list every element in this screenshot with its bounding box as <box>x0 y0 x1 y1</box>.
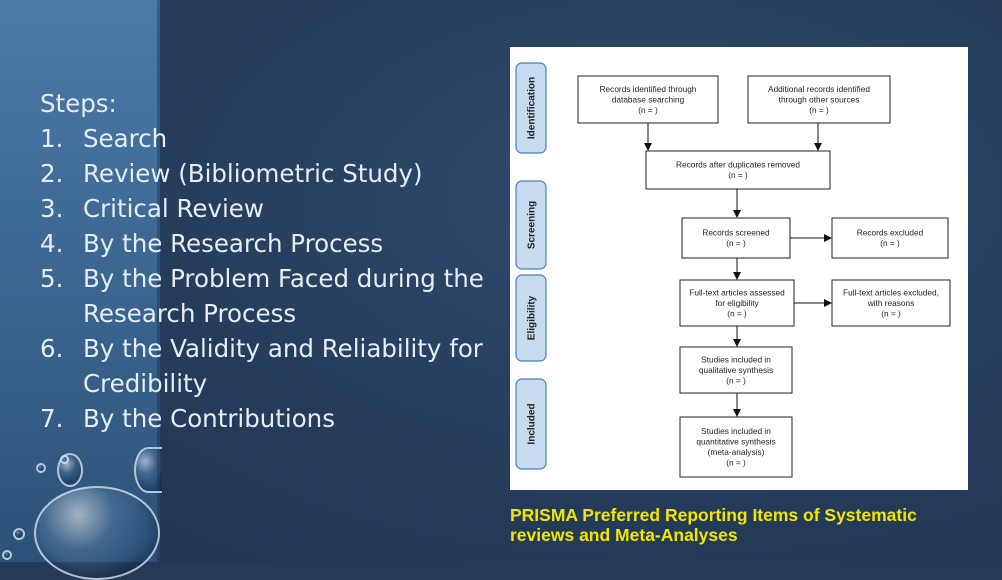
step-text: Credibility <box>83 369 208 398</box>
flow-box-text: through other sources <box>779 94 860 104</box>
flow-box <box>645 150 831 190</box>
steps-list: Steps: 1. Search 2. Review (Bibliometric St… <box>40 86 490 436</box>
step-text: By the Contributions <box>83 404 335 433</box>
steps-ordered-list: 1. Search 2. Review (Bibliometric Study) 3. C… <box>40 121 490 436</box>
step-number: 5. <box>40 264 64 293</box>
step-text: Review (Bibliometric Study) <box>83 159 423 188</box>
flow-box-text: database searching <box>612 94 685 104</box>
flow-box-text: Records screened <box>702 228 770 238</box>
flow-box <box>679 416 793 478</box>
flow-box-text: Additional records identified <box>768 84 870 94</box>
stage-label: Included <box>527 403 538 444</box>
flow-box-text: quantitative synthesis <box>696 437 775 447</box>
flow-box-text: Records after duplicates removed <box>676 160 800 170</box>
stage-label: Eligibility <box>527 295 538 340</box>
flow-box <box>577 75 719 124</box>
step-text: Research Process <box>83 299 297 328</box>
flow-box-text: (meta-analysis) <box>708 447 765 457</box>
flow-box-text: (n = ) <box>638 105 658 115</box>
step-number: 7. <box>40 404 64 433</box>
flow-box <box>679 346 793 394</box>
flow-box <box>679 279 795 327</box>
flow-box <box>831 217 949 259</box>
stage-label-box <box>515 180 547 270</box>
step-text: By the Research Process <box>83 229 384 258</box>
water-droplet-icon <box>36 463 46 473</box>
flow-box-text: qualitative synthesis <box>699 365 773 375</box>
flow-box <box>747 75 891 124</box>
water-droplet-icon <box>60 455 69 464</box>
flow-box-text: (n = ) <box>728 170 748 180</box>
flow-box-text: with reasons <box>867 298 915 308</box>
flow-box-text: Full-text articles assessed <box>689 287 785 297</box>
flow-box-text: Studies included in <box>701 426 771 436</box>
water-droplet-icon <box>134 447 162 493</box>
step-number: 3. <box>40 194 64 223</box>
flow-box-text: (n = ) <box>881 308 901 318</box>
flow-box-text: Full-text articles excluded, <box>843 287 939 297</box>
step-number: 6. <box>40 334 64 363</box>
step-item: 4. By the Research Process <box>40 226 490 261</box>
stage-label: Screening <box>527 201 538 249</box>
flow-box-text: (n = ) <box>727 308 747 318</box>
flow-box-text: (n = ) <box>880 238 900 248</box>
flow-box-text: (n = ) <box>809 105 829 115</box>
step-number: 1. <box>40 124 64 153</box>
flow-box-text: Studies included in <box>701 354 771 364</box>
water-droplet-icon <box>13 528 25 540</box>
step-item: 1. Search <box>40 121 490 156</box>
water-droplet-icon <box>34 486 160 580</box>
flow-box <box>681 217 791 259</box>
flow-box-text: (n = ) <box>726 238 746 248</box>
stage-label-box <box>515 274 547 362</box>
flow-box <box>831 279 951 327</box>
flow-box-text: (n = ) <box>726 375 746 385</box>
step-item: 3. Critical Review <box>40 191 490 226</box>
flow-box-text: for eligibility <box>715 298 759 308</box>
step-item: 2. Review (Bibliometric Study) <box>40 156 490 191</box>
step-text: By the Validity and Reliability for <box>83 334 483 363</box>
step-number: 2. <box>40 159 64 188</box>
stage-label-box <box>515 62 547 154</box>
stage-label: Identification <box>527 77 538 139</box>
water-droplet-icon <box>2 550 12 560</box>
stage-label-box <box>515 378 547 470</box>
prisma-flow-svg: IdentificationScreeningEligibilityInclud… <box>515 62 951 478</box>
figure-caption: PRISMA Preferred Reporting Items of Syst… <box>510 505 980 545</box>
caption-line: reviews and Meta-Analyses <box>510 525 738 545</box>
flow-box-text: Records excluded <box>857 228 924 238</box>
caption-line: PRISMA Preferred Reporting Items of Syst… <box>510 505 917 525</box>
flow-box-text: Records identified through <box>600 84 697 94</box>
step-text: Critical Review <box>83 194 264 223</box>
flow-box-text: (n = ) <box>726 458 746 468</box>
steps-title: Steps: <box>40 89 117 118</box>
step-item: 7. By the Contributions <box>40 401 490 436</box>
step-text: Search <box>83 124 168 153</box>
step-text: By the Problem Faced during the <box>83 264 484 293</box>
step-number: 4. <box>40 229 64 258</box>
